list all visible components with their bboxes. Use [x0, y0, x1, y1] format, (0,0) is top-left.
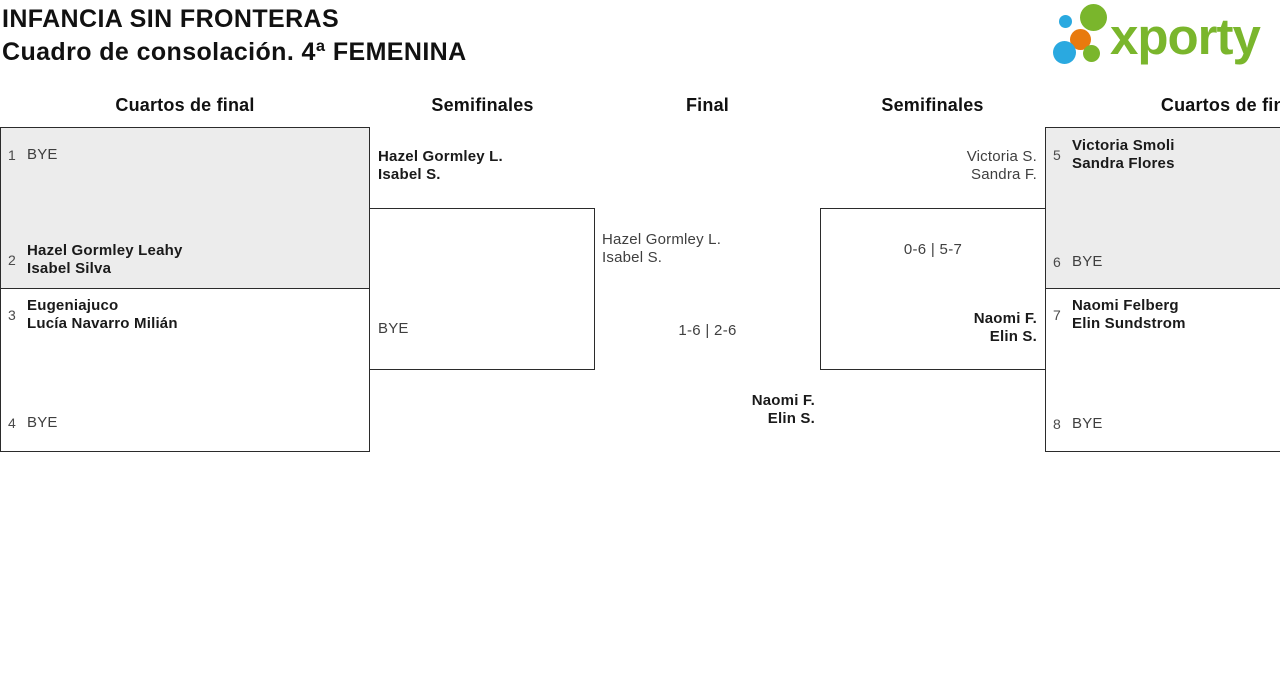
qf1-slot-2: 2 Hazel Gormley Leahy Isabel Silva: [8, 242, 183, 278]
round-header-final: Final: [685, 95, 729, 115]
player-name: Hazel Gormley Leahy: [27, 242, 183, 259]
seed-number: 4: [8, 415, 16, 431]
logo-dot-icon: [1070, 29, 1091, 50]
sf-left-team-bottom: BYE: [378, 320, 409, 337]
player-name: Isabel Silva: [27, 260, 112, 277]
seed-number: 6: [1053, 254, 1061, 270]
team-name: Naomi Felberg Elin Sundstrom: [1072, 297, 1186, 333]
player-name: Elin Sundstrom: [1072, 315, 1186, 332]
player-name: Sandra Flores: [1072, 155, 1175, 172]
player-name: Hazel Gormley L.: [602, 231, 722, 248]
player-name: Sandra F.: [970, 166, 1037, 183]
match-box-qf4[interactable]: [1045, 288, 1280, 452]
round-header-semifinals-right: Semifinales: [881, 95, 984, 115]
player-name: Victoria Smoli: [1072, 137, 1175, 154]
player-name: Lucía Navarro Milián: [27, 315, 178, 332]
qf4-slot-2: 8 BYE: [1053, 406, 1103, 442]
logo-wordmark: xporty: [1110, 8, 1261, 65]
qf2-slot-1: 3 Eugeniajuco Lucía Navarro Milián: [8, 297, 178, 333]
qf2-slot-2: 4 BYE: [8, 405, 58, 441]
sf-right-team-bottom: Naomi F. Elin S.: [974, 310, 1037, 346]
logo-dot-icon: [1080, 4, 1107, 31]
logo-dot-icon: [1053, 41, 1076, 64]
xporty-logo[interactable]: xporty: [1050, 4, 1280, 74]
seed-number: 1: [8, 147, 16, 163]
logo-dot-icon: [1059, 15, 1072, 28]
sf-right-score: 0-6 | 5-7: [903, 241, 963, 258]
player-name: Isabel S.: [378, 166, 441, 183]
final-score: 1-6 | 2-6: [678, 322, 737, 339]
team-name: Eugeniajuco Lucía Navarro Milián: [27, 297, 178, 333]
team-name: BYE: [27, 414, 58, 431]
player-name: Hazel Gormley L.: [378, 148, 503, 165]
player-name: Naomi Felberg: [1072, 297, 1179, 314]
match-box-qf2[interactable]: [0, 288, 370, 452]
player-name: Elin S.: [767, 410, 815, 427]
page-title: INFANCIA SIN FRONTERAS Cuadro de consola…: [2, 3, 467, 69]
seed-number: 3: [8, 307, 16, 323]
seed-number: 7: [1053, 307, 1061, 323]
player-name: Isabel S.: [602, 249, 663, 266]
round-header-quarterfinals-left: Cuartos de final: [115, 95, 255, 115]
final-team-top: Hazel Gormley L. Isabel S.: [602, 231, 721, 267]
team-name: BYE: [27, 146, 58, 163]
qf3-slot-1: 5 Victoria Smoli Sandra Flores: [1053, 137, 1175, 173]
round-header-quarterfinals-right: Cuartos de final: [1160, 95, 1280, 115]
seed-number: 5: [1053, 147, 1061, 163]
player-name: Naomi F.: [751, 392, 815, 409]
qf4-slot-1: 7 Naomi Felberg Elin Sundstrom: [1053, 297, 1186, 333]
draw-name: Cuadro de consolación. 4ª FEMENINA: [2, 38, 467, 66]
player-name: Victoria S.: [966, 148, 1037, 165]
logo-dot-icon: [1083, 45, 1100, 62]
player-name: Eugeniajuco: [27, 297, 119, 314]
team-name: BYE: [1072, 253, 1103, 270]
player-name: Naomi F.: [973, 310, 1037, 327]
team-name: Hazel Gormley Leahy Isabel Silva: [27, 242, 183, 278]
seed-number: 8: [1053, 416, 1061, 432]
round-header-semifinals-left: Semifinales: [431, 95, 534, 115]
qf1-slot-1: 1 BYE: [8, 137, 58, 173]
tournament-name: INFANCIA SIN FRONTERAS: [2, 5, 340, 33]
qf3-slot-2: 6 BYE: [1053, 244, 1103, 280]
team-name: BYE: [1072, 415, 1103, 432]
sf-right-team-top: Victoria S. Sandra F.: [967, 148, 1037, 184]
sf-left-team-top: Hazel Gormley L. Isabel S.: [378, 148, 503, 184]
player-name: Elin S.: [989, 328, 1037, 345]
team-name: Victoria Smoli Sandra Flores: [1072, 137, 1175, 173]
match-box-sf-left[interactable]: [369, 208, 595, 370]
seed-number: 2: [8, 252, 16, 268]
final-team-bottom: Naomi F. Elin S.: [752, 392, 815, 428]
